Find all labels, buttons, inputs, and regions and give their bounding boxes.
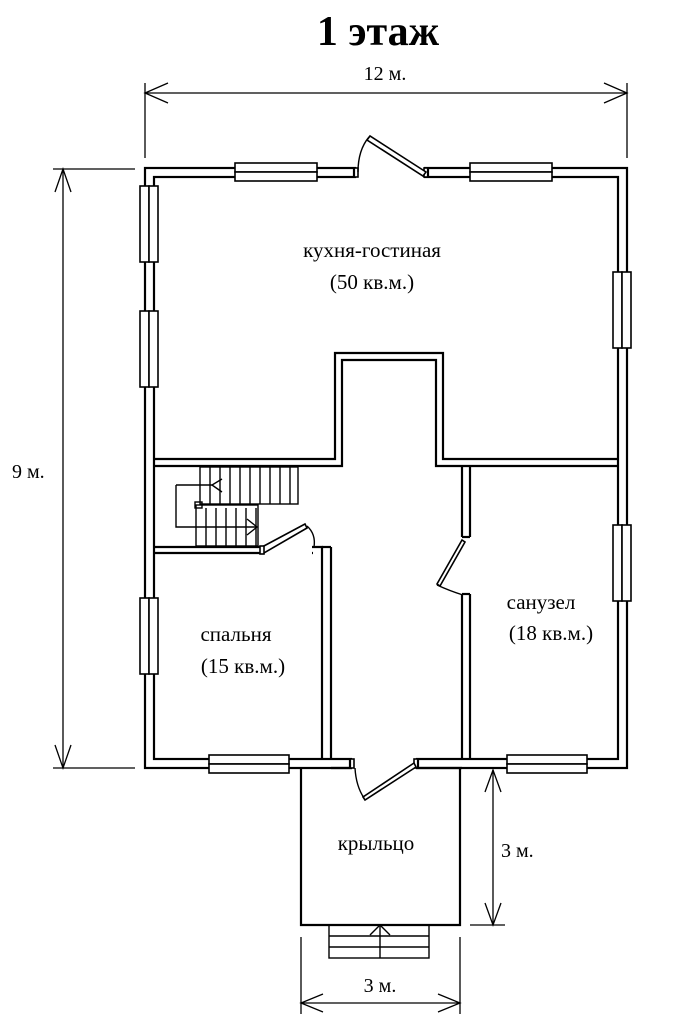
room-bedroom-name: спальня	[200, 622, 271, 646]
plan-title: 1 этаж	[317, 9, 440, 55]
room-bathroom-name: санузел	[507, 590, 576, 614]
interior-walls	[154, 351, 618, 759]
bedroom-door	[259, 522, 316, 555]
window-left-2	[139, 310, 150, 388]
window-bottom-right	[506, 754, 588, 765]
room-kitchen-living-area: (50 кв.м.)	[330, 270, 414, 294]
room-bathroom-area: (18 кв.м.)	[509, 621, 593, 645]
room-porch-name: крыльцо	[338, 831, 415, 855]
dimension-porch-depth: 3 м.	[470, 768, 534, 927]
staircase	[175, 466, 299, 547]
window-left-1	[139, 185, 150, 263]
porch	[299, 756, 462, 959]
room-bedroom-area: (15 кв.м.)	[201, 654, 285, 678]
dimension-porch-depth-label: 3 м.	[501, 840, 534, 862]
bathroom-door	[435, 538, 467, 596]
window-bottom-left	[208, 754, 290, 765]
top-entrance-door	[352, 134, 430, 180]
window-top-left	[234, 162, 318, 173]
dimension-porch-width-label: 3 м.	[364, 975, 397, 997]
dimension-porch-width: 3 м.	[299, 937, 462, 1014]
window-right-2	[612, 524, 623, 602]
window-top-right	[469, 162, 553, 173]
dimension-width: 12 м.	[143, 63, 629, 158]
room-kitchen-living-name: кухня-гостиная	[303, 238, 441, 262]
window-left-3	[139, 597, 150, 675]
dimension-width-label: 12 м.	[364, 63, 407, 85]
dimension-height: 9 м.	[12, 167, 135, 770]
dimension-height-label: 9 м.	[12, 461, 45, 483]
window-right-1	[612, 271, 623, 349]
